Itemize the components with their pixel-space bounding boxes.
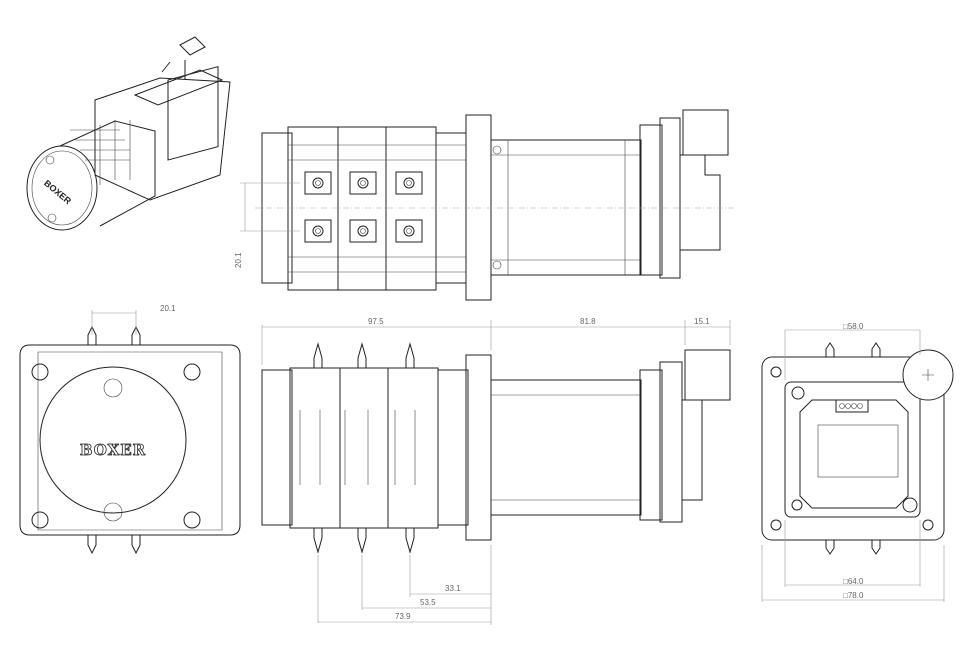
rear-view: □58.0 □64.0 □78.0 xyxy=(761,322,954,602)
top-view: 20.1 xyxy=(234,109,735,301)
dim-connector-length: 15.1 xyxy=(694,317,710,326)
dim-plate-inner-square: □64.0 xyxy=(843,577,864,586)
dim-plate-outer-square: □78.0 xyxy=(843,591,864,600)
isometric-view: BOXER xyxy=(26,36,231,231)
front-view: BOXER 20.1 xyxy=(19,304,241,555)
logo-boxer: BOXER xyxy=(80,441,146,459)
dim-port-offset-3: 73.9 xyxy=(395,612,411,621)
dim-motor-length: 81.8 xyxy=(580,317,596,326)
dim-pump-head-length: 97.5 xyxy=(368,317,384,326)
dim-mount-hole-square: □58.0 xyxy=(843,322,864,331)
iso-logo: BOXER xyxy=(42,178,73,207)
port-fittings-top xyxy=(304,171,423,243)
side-view: 97.5 81.8 15.1 33.1 53.5 73.9 xyxy=(261,317,731,625)
dim-port-offset-2: 53.5 xyxy=(420,598,436,607)
dim-top-pitch: 20.1 xyxy=(234,252,243,268)
dim-port-offset-1: 33.1 xyxy=(445,584,461,593)
dim-front-pitch: 20.1 xyxy=(160,304,176,313)
